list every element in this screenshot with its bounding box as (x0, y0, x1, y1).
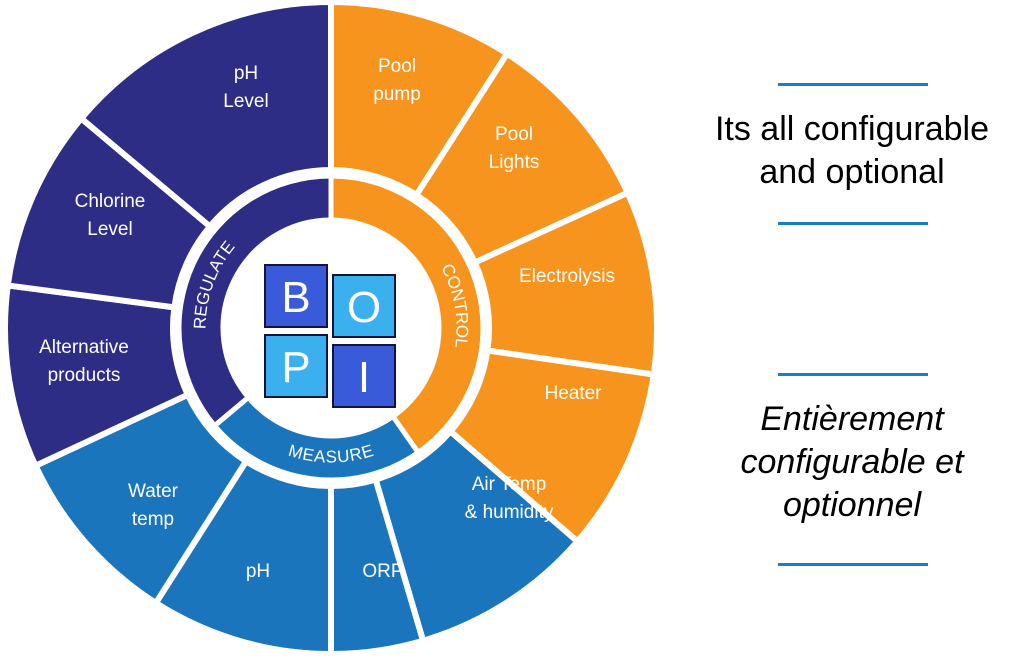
bottom-divider-1 (778, 222, 928, 225)
segment-label-line: Level (87, 219, 132, 240)
segment-label-line: Pool (378, 56, 416, 77)
segment-label-pool-pump: Pool pump (373, 56, 421, 105)
segment-label-line: pump (373, 84, 421, 105)
segment-label-ph: pH (246, 561, 270, 582)
segment-label-line: pH (246, 561, 270, 582)
segment-label-line: Level (223, 91, 268, 112)
segment-ph-level (77, 0, 334, 231)
top-divider-1 (778, 83, 928, 86)
french-caption-line-2: configurable et (740, 443, 964, 481)
logo-letter: I (358, 353, 370, 402)
segment-label-line: Heater (544, 383, 602, 404)
logo-letter: O (347, 283, 381, 332)
english-caption-line-1: Its all configurable (714, 110, 990, 148)
logo-tile-o: O (332, 274, 396, 338)
segment-label-line: pH (234, 63, 258, 84)
segment-label-line: products (48, 365, 121, 386)
logo-letter: B (281, 273, 310, 322)
logo-tile-b: B (264, 264, 328, 328)
wheel-center (225, 222, 437, 434)
segment-label-line: & humidity (465, 502, 554, 523)
top-divider-2 (778, 373, 928, 376)
segment-label-ph-level: pH Level (223, 63, 268, 112)
segment-label-line: Air Temp (472, 474, 547, 495)
segment-label-electrolysis: Electrolysis (519, 266, 615, 287)
segment-label-alternative-products: Alternative products (39, 337, 129, 386)
english-caption-line-2: and optional (759, 153, 945, 191)
ring-regulate (176, 173, 334, 430)
segment-label-heater: Heater (544, 383, 602, 404)
segment-label-air-temp: Air Temp & humidity (465, 474, 554, 523)
segment-label-line: ORP (362, 561, 403, 582)
inner-rings (176, 173, 486, 483)
segment-label-line: Chlorine (75, 191, 146, 212)
logo-tile-p: P (264, 334, 328, 398)
english-caption: Its all configurable and optional (680, 108, 1024, 194)
bottom-divider-2 (778, 563, 928, 566)
french-caption: Entièrement configurable et optionnel (680, 398, 1024, 527)
segment-label-line: Water (128, 481, 179, 502)
segment-label-line: Lights (489, 152, 540, 173)
french-caption-line-1: Entièrement (760, 400, 944, 438)
segment-label-water-temp: Water temp (128, 481, 179, 530)
ring-control (328, 173, 486, 456)
segment-label-line: Electrolysis (519, 266, 615, 287)
logo-letter: P (281, 343, 310, 392)
french-caption-line-3: optionnel (782, 486, 921, 524)
segment-label-line: Alternative (39, 337, 129, 358)
segment-label-orp: ORP (362, 561, 403, 582)
segment-label-line: temp (132, 509, 174, 530)
segment-label-line: Pool (495, 124, 533, 145)
logo-tile-i: I (332, 344, 396, 408)
